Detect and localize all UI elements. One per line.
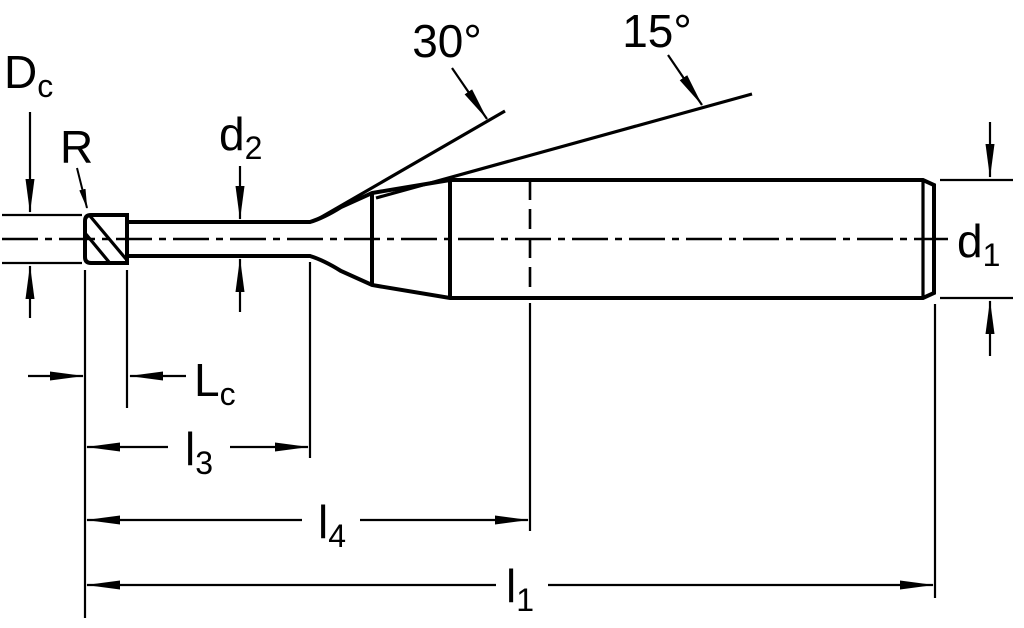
angle-15-group: 15° (375, 5, 753, 200)
dim-d2-group: d2 (219, 108, 262, 312)
dim-dc-group: Dc (2, 46, 82, 318)
label-dc: Dc (4, 46, 53, 104)
label-l4: l4 (318, 496, 346, 554)
label-d2: d2 (219, 108, 262, 166)
label-d1: d1 (957, 215, 1000, 273)
angle-15-construction-line (375, 92, 753, 200)
angle-30-construction-line (317, 109, 506, 221)
dim-d1-group: d1 (940, 122, 1013, 356)
angle-30-leader (451, 67, 488, 120)
dim-l1-group: l1 (86, 560, 934, 618)
r-leader-line (76, 167, 88, 209)
angle-30-group: 30° (317, 15, 506, 221)
label-l3: l3 (185, 423, 213, 481)
label-angle-15: 15° (622, 5, 692, 57)
angle-15-leader (667, 54, 703, 106)
flute-line-2 (83, 231, 111, 264)
label-lc: Lc (194, 354, 236, 412)
radius-callout-group: R (60, 121, 93, 209)
tool-body-group (83, 178, 936, 300)
flute-line-1 (88, 214, 128, 261)
dim-l4-group: l4 (86, 496, 529, 554)
label-l1: l1 (506, 560, 534, 618)
tool-body-outline (83, 178, 936, 300)
dim-lc-group: Lc (28, 354, 236, 412)
label-r: R (60, 121, 93, 173)
label-angle-30: 30° (412, 15, 482, 67)
extension-lines-group (83, 262, 937, 618)
dim-l3-group: l3 (86, 423, 309, 481)
